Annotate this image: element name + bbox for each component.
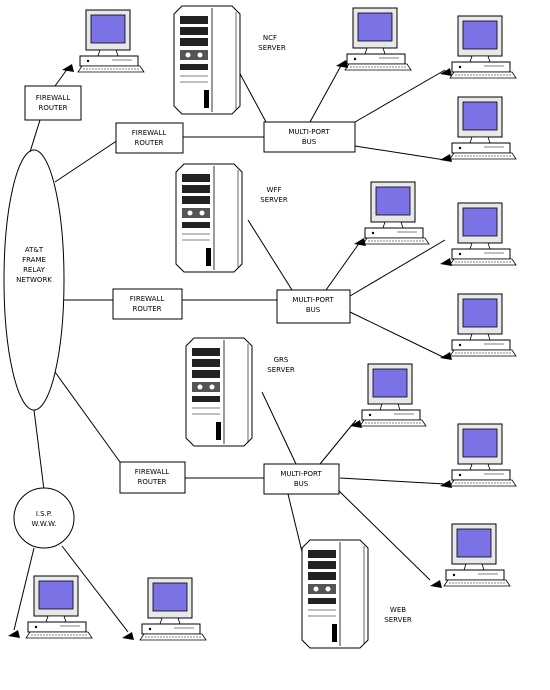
computer-icon (440, 202, 517, 266)
svg-text:FIREWALL: FIREWALL (130, 295, 165, 303)
computer-icon (440, 15, 517, 79)
firewall-router: FIREWALL ROUTER (115, 122, 184, 154)
firewall-router: FIREWALL ROUTER (112, 288, 183, 320)
svg-text:ROUTER: ROUTER (134, 139, 163, 147)
svg-text:WFF: WFF (267, 186, 282, 194)
computer-icon (8, 575, 93, 639)
frame-relay-network: AT&T FRAME RELAY NETWORK (3, 149, 65, 411)
computer-icon (122, 577, 207, 641)
firewall-router: FIREWALL ROUTER (24, 85, 82, 121)
svg-text:ROUTER: ROUTER (132, 305, 161, 313)
svg-text:BUS: BUS (306, 306, 321, 314)
svg-text:ROUTER: ROUTER (137, 478, 166, 486)
svg-text:BUS: BUS (302, 138, 317, 146)
computer-icon (440, 293, 517, 360)
computer-icon (430, 523, 511, 588)
isp-label-line: I.S.P. (36, 510, 52, 518)
multi-port-bus: MULTI-PORT BUS (263, 121, 356, 153)
svg-text:SERVER: SERVER (267, 366, 295, 374)
multi-port-bus: MULTI-PORT BUS (263, 463, 340, 495)
svg-text:MULTI-PORT: MULTI-PORT (280, 470, 322, 478)
connection-lines (13, 61, 446, 633)
network-label-line: FRAME (22, 256, 46, 264)
svg-text:FIREWALL: FIREWALL (36, 94, 71, 102)
svg-text:WEB: WEB (390, 606, 406, 614)
computer-icon (336, 7, 412, 71)
svg-text:SERVER: SERVER (384, 616, 412, 624)
svg-text:SERVER: SERVER (258, 44, 286, 52)
server-tower-icon: WFF SERVER (175, 163, 288, 273)
svg-text:ROUTER: ROUTER (38, 104, 67, 112)
multi-port-bus: MULTI-PORT BUS (276, 289, 351, 324)
firewall-router: FIREWALL ROUTER (119, 461, 186, 494)
svg-text:BUS: BUS (294, 480, 309, 488)
computer-icon (354, 181, 430, 246)
svg-text:NCF: NCF (263, 34, 277, 42)
server-tower-icon: WEB SERVER (301, 539, 412, 649)
network-label-line: NETWORK (16, 276, 52, 284)
svg-text:SERVER: SERVER (260, 196, 288, 204)
computer-icon (440, 423, 517, 488)
svg-text:GRS: GRS (274, 356, 289, 364)
isp-label-line: W.W.W. (31, 520, 56, 528)
network-label-line: AT&T (25, 246, 44, 254)
computer-icon (440, 96, 517, 162)
svg-text:FIREWALL: FIREWALL (135, 468, 170, 476)
svg-text:FIREWALL: FIREWALL (132, 129, 167, 137)
computer-icon (62, 9, 145, 73)
server-tower-icon: GRS SERVER (185, 337, 295, 447)
isp-node: I.S.P. W.W.W. (13, 487, 75, 549)
server-tower-icon: NCF SERVER (173, 5, 286, 115)
svg-text:MULTI-PORT: MULTI-PORT (292, 296, 334, 304)
network-label-line: RELAY (23, 266, 46, 274)
computer-icon (350, 363, 427, 428)
svg-text:MULTI-PORT: MULTI-PORT (288, 128, 330, 136)
